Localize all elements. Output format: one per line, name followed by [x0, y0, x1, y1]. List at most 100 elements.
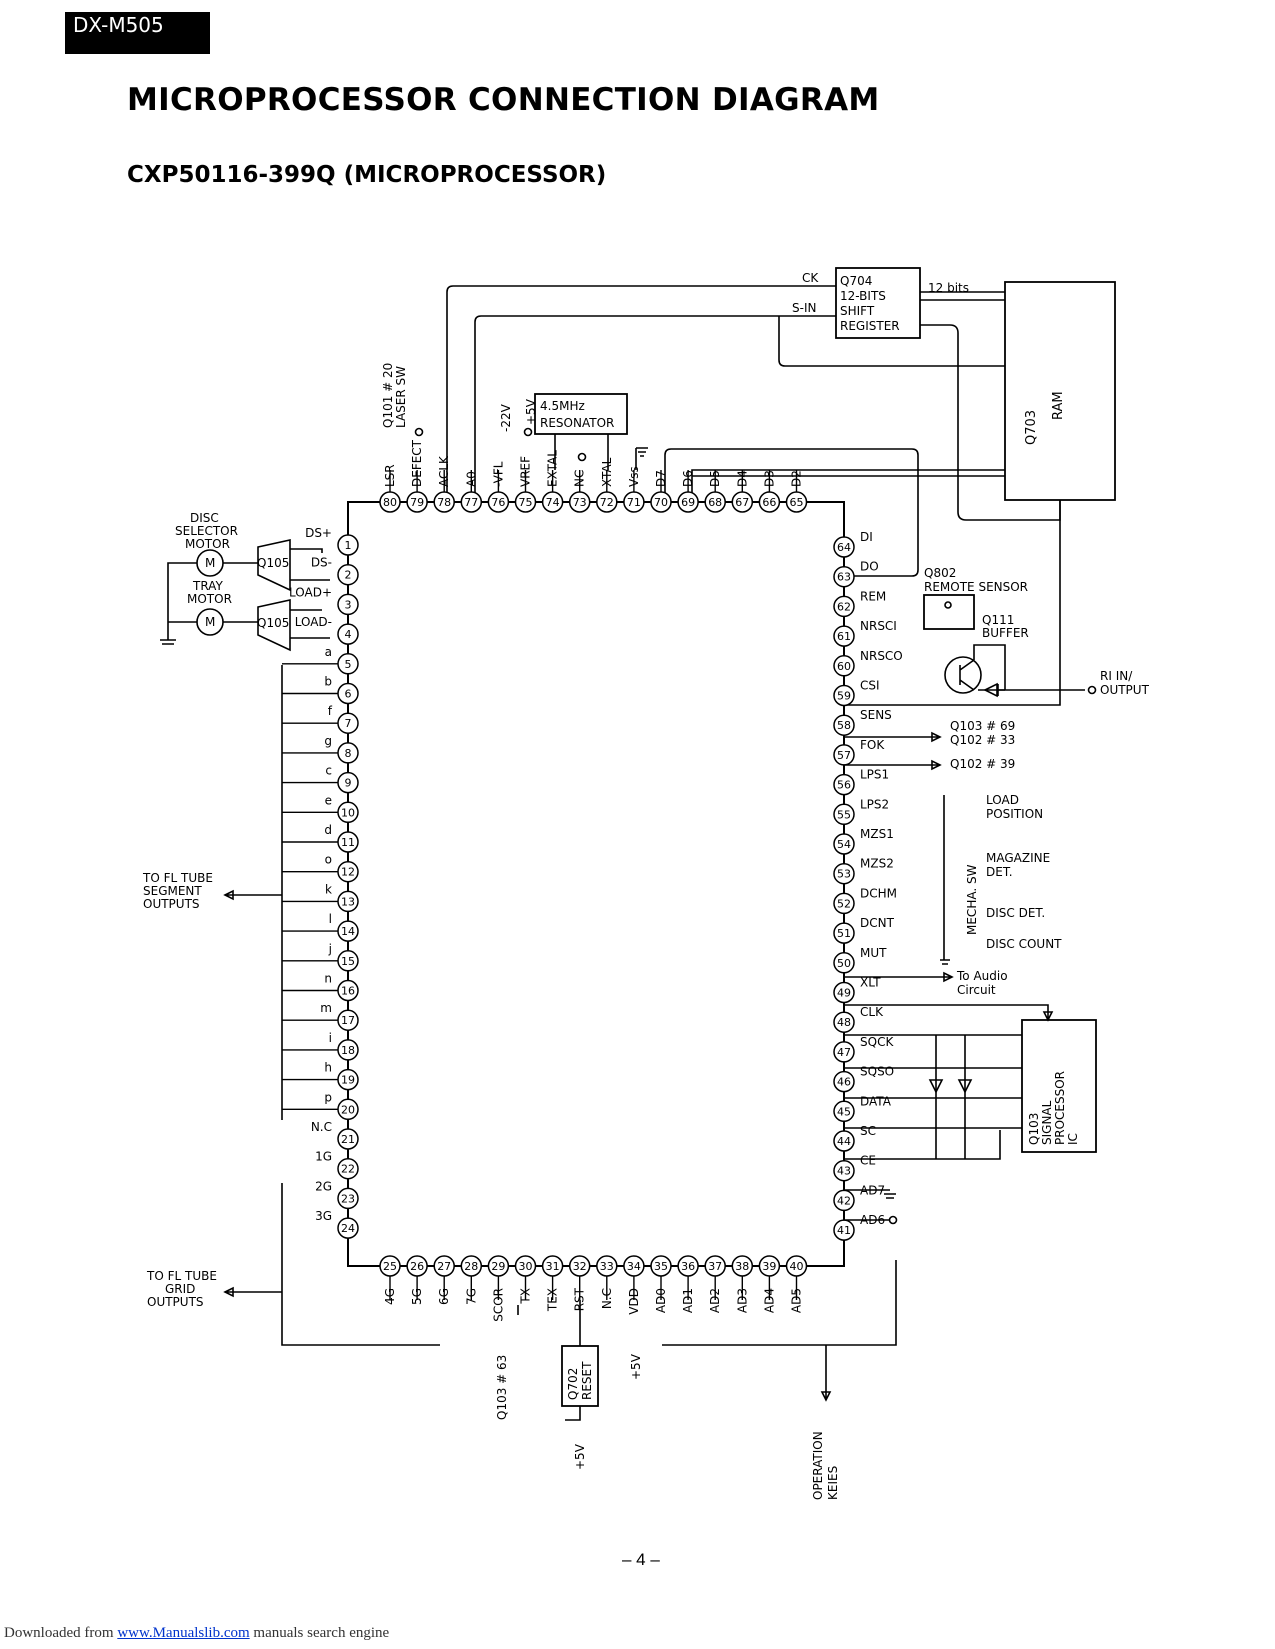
pin-number: 14 — [341, 925, 355, 938]
pin-label: LSR — [383, 464, 397, 487]
pin-label: TEX — [546, 1288, 560, 1312]
pin-number: 26 — [410, 1260, 424, 1273]
pin-label: D7 — [654, 470, 668, 487]
pin-label: NRSCO — [860, 649, 903, 663]
plus5v-reset: +5V — [573, 1443, 587, 1470]
pin-label: a — [325, 645, 332, 659]
pin-label: XLT — [860, 976, 881, 990]
buffer-label: BUFFER — [982, 626, 1029, 640]
fok-target: Q102 # 39 — [950, 757, 1015, 771]
pin-number: 74 — [546, 496, 560, 509]
pin-number: 40 — [790, 1260, 804, 1273]
pin-label: CSI — [860, 679, 880, 693]
pin-number: 37 — [708, 1260, 722, 1273]
pin-number: 80 — [383, 496, 397, 509]
pin-label: MUT — [860, 946, 887, 960]
pin-label: b — [324, 675, 332, 689]
pin-19: 19h — [324, 1061, 359, 1091]
remote-sensor-label: REMOTE SENSOR — [924, 580, 1028, 594]
pin-label: SQSO — [860, 1065, 894, 1079]
pin-number: 16 — [341, 985, 355, 998]
pin-76: 76-VFL — [487, 461, 510, 513]
load-position-2: POSITION — [986, 807, 1043, 821]
shift-register-label: REGISTER — [840, 319, 900, 333]
fl-grid-1: TO FL TUBE — [146, 1269, 217, 1283]
fl-segment-3: OUTPUTS — [143, 897, 200, 911]
pin-number: 35 — [654, 1260, 668, 1273]
pin-label: 2G — [315, 1179, 332, 1193]
shift-register-ref: Q704 — [840, 274, 872, 288]
magazine-1: MAGAZINE — [986, 851, 1050, 865]
pin-10: 10e — [325, 793, 359, 824]
pin-number: 10 — [341, 806, 355, 819]
pin-number: 34 — [627, 1260, 641, 1273]
resonator-block — [534, 393, 628, 435]
pin-label: AD5 — [790, 1288, 804, 1313]
pin-number: 57 — [837, 749, 851, 762]
pin-label: LOAD- — [295, 615, 332, 629]
pin-label: LPS2 — [860, 797, 889, 811]
laser-sw-ref: Q101 # 20 — [381, 363, 395, 428]
pin-number: 38 — [735, 1260, 749, 1273]
ram-label: RAM — [1051, 391, 1066, 420]
pin-number: 54 — [837, 838, 851, 851]
pin-number: 5 — [345, 658, 352, 671]
pin-label: D6 — [681, 470, 695, 487]
footer-link[interactable]: www.Manualslib.com — [117, 1625, 250, 1641]
disc-count: DISC COUNT — [986, 937, 1062, 951]
signal-processor-label-3: IC — [1066, 1133, 1080, 1145]
tray-motor-label-1: TRAY — [192, 579, 223, 593]
pin-number: 33 — [600, 1260, 614, 1273]
ram-block — [1004, 281, 1116, 501]
pin-number: 11 — [341, 836, 355, 849]
pin-label: Vss — [627, 466, 641, 487]
pin-label: AD3 — [735, 1288, 749, 1313]
pin-number: 61 — [837, 630, 851, 643]
pin-16: 16n — [324, 972, 359, 1002]
model-tag: DX-M505 — [65, 12, 210, 54]
pin-label: 1G — [315, 1150, 332, 1164]
pin-number: 67 — [735, 496, 749, 509]
signal-processor-block — [1021, 1019, 1097, 1153]
pin-label: c — [325, 764, 332, 778]
pin-number: 8 — [345, 747, 352, 760]
pin-label: AD6 — [860, 1213, 885, 1227]
footer-prefix: Downloaded from — [4, 1625, 118, 1641]
pin-label: MZS2 — [860, 857, 894, 871]
reset-label: RESET — [580, 1361, 594, 1400]
pin-number: 51 — [837, 927, 851, 940]
pin-number: 77 — [464, 496, 478, 509]
pin-33: 33N.C — [596, 1255, 618, 1309]
pin-9: 9c — [325, 764, 359, 794]
pin-number: 70 — [654, 496, 668, 509]
signal-processor-label-1: SIGNAL — [1040, 1100, 1054, 1145]
sens-target-1: Q103 # 69 — [950, 719, 1015, 733]
pin-14: 14l — [329, 912, 359, 942]
pin-number: 12 — [341, 866, 355, 879]
pin-5: 5a — [325, 645, 359, 675]
pin-7: 7f — [328, 704, 359, 734]
fl-grid-2: GRID — [165, 1282, 195, 1296]
pin-label: FOK — [860, 738, 885, 752]
pin-label: REM — [860, 589, 886, 603]
